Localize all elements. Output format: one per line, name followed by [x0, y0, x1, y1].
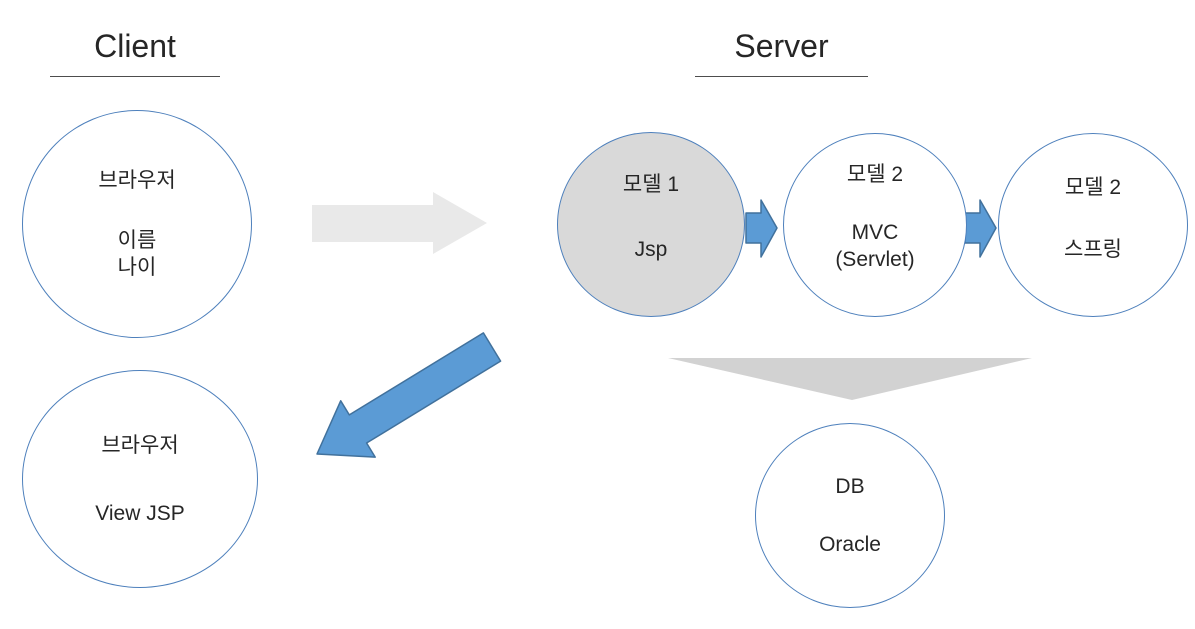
server-to-db-connector: [668, 358, 1032, 400]
model2-mvc-servlet-node: 모델 2 MVC (Servlet): [783, 133, 967, 317]
node-title: 모델 2: [846, 163, 904, 186]
client-heading: Client: [50, 24, 220, 77]
node-body: Jsp: [634, 238, 668, 261]
node-title: 브라우저: [98, 169, 176, 192]
model2-spring-node: 모델 2 스프링: [998, 133, 1188, 317]
node-title: 브라우저: [101, 433, 179, 457]
node-title: 모델 2: [1064, 175, 1122, 199]
server-heading: Server: [695, 24, 868, 77]
client-view-node: 브라우저 View JSP: [22, 370, 258, 588]
arrow-model1-to-model2: [745, 199, 778, 258]
node-body: 스프링: [1064, 237, 1122, 261]
node-body: MVC (Servlet): [835, 221, 915, 271]
arrow-model2-to-model3: [964, 199, 997, 258]
node-body: View JSP: [95, 501, 185, 525]
node-body: Oracle: [819, 533, 881, 556]
node-title: DB: [835, 475, 865, 498]
node-body: 이름 나이: [117, 229, 157, 279]
client-to-server-arrow: [312, 192, 487, 254]
client-browser-node: 브라우저 이름 나이: [22, 110, 252, 338]
model1-jsp-node: 모델 1 Jsp: [557, 132, 745, 317]
node-title: 모델 1: [622, 173, 680, 196]
server-to-client-response-arrow: [316, 332, 502, 458]
db-oracle-node: DB Oracle: [755, 423, 945, 608]
